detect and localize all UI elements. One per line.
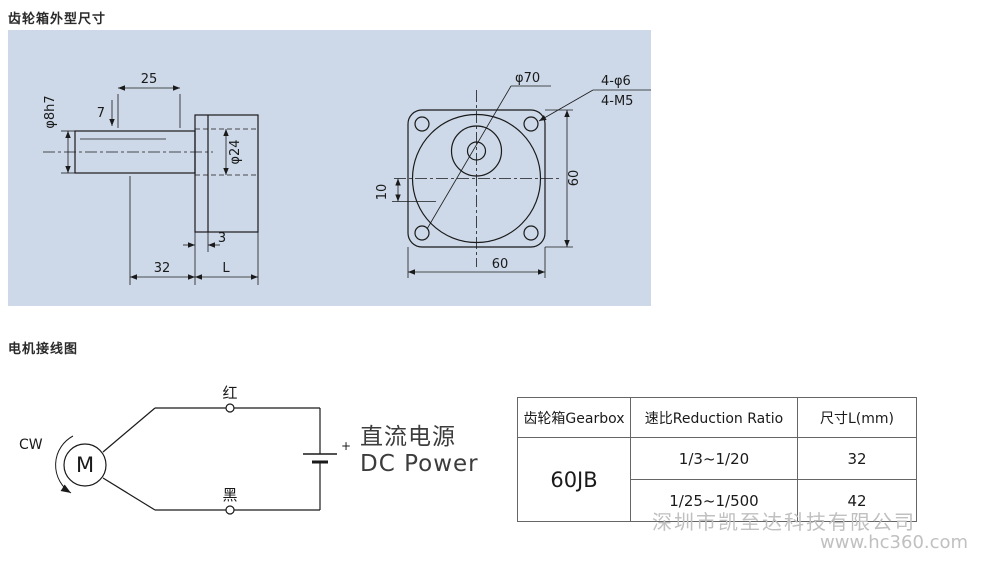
spec-table-row: 60JB 1/3~1/20 32 — [517, 437, 917, 522]
drawing-panel: 25 7 φ8h7 φ24 3 32 L — [8, 30, 651, 306]
black-wire-label: 黑 — [222, 486, 237, 504]
header-length: 尺寸L(mm) — [797, 397, 917, 438]
cw-rotation-label: CW — [19, 437, 43, 453]
wiring-diagram-title: 电机接线图 — [8, 342, 79, 357]
wiring-lines — [55, 403, 337, 515]
spec-table-row: 1/25~1/500 42 — [518, 479, 917, 522]
spec-table: 齿轮箱Gearbox 速比Reduction Ratio 尺寸L(mm) 60J… — [517, 397, 917, 522]
watermark-website: www.hc360.com — [820, 532, 969, 553]
dim-32-label: 32 — [154, 261, 171, 276]
red-wire-label: 红 — [222, 384, 237, 402]
gearbox-drawing: 25 7 φ8h7 φ24 3 32 L — [43, 71, 651, 285]
ratio-cell: 1/25~1/500 — [630, 479, 798, 522]
dim-L-label: L — [222, 261, 230, 276]
header-reduction-ratio: 速比Reduction Ratio — [630, 397, 798, 438]
side-view-outline — [43, 114, 259, 233]
dim-7-label: 7 — [97, 106, 105, 121]
gearbox-model-cell: 60JB — [517, 437, 631, 522]
side-view-dimension-lines — [61, 85, 259, 285]
spec-table-header-row: 齿轮箱Gearbox 速比Reduction Ratio 尺寸L(mm) — [517, 397, 917, 438]
dim-height-label: 60 — [567, 170, 582, 187]
front-view-dimension-lines — [392, 85, 651, 278]
watermark-company: 深圳市凯至达科技有限公司 — [652, 510, 916, 534]
dim-big-circle-label: φ70 — [515, 71, 540, 86]
motor-wiring-diagram: M CW 红 黑 + — [19, 384, 351, 515]
dim-25-label: 25 — [141, 72, 158, 87]
gearbox-dimensions-title: 齿轮箱外型尺寸 — [8, 12, 107, 27]
ratio-cell: 1/3~1/20 — [630, 437, 798, 480]
dim-holes-label: 4-φ6 — [601, 74, 631, 89]
side-view-labels: 25 7 φ8h7 φ24 3 32 L — [43, 72, 243, 276]
length-cell: 42 — [797, 479, 917, 522]
front-view-outline — [394, 90, 559, 267]
wiring-labels: M CW 红 黑 + — [19, 384, 351, 504]
dim-width-label: 60 — [492, 257, 509, 272]
dc-power-label-cn: 直流电源 — [360, 424, 456, 450]
dc-power-label-en: DC Power — [360, 451, 479, 478]
dim-3-label: 3 — [218, 231, 226, 246]
battery-plus-label: + — [341, 439, 351, 453]
motor-label: M — [76, 453, 94, 477]
dim-shaft-diameter-label: φ8h7 — [43, 95, 58, 128]
dim-tap-label: 4-M5 — [601, 94, 633, 109]
dc-power-label: 直流电源 DC Power — [360, 424, 479, 478]
dim-offset-label: 10 — [375, 184, 390, 201]
front-view-labels: φ70 4-φ6 4-M5 60 10 60 — [375, 71, 633, 272]
header-gearbox: 齿轮箱Gearbox — [517, 397, 631, 438]
dim-body-diameter-label: φ24 — [228, 139, 243, 164]
length-cell: 32 — [797, 437, 917, 480]
